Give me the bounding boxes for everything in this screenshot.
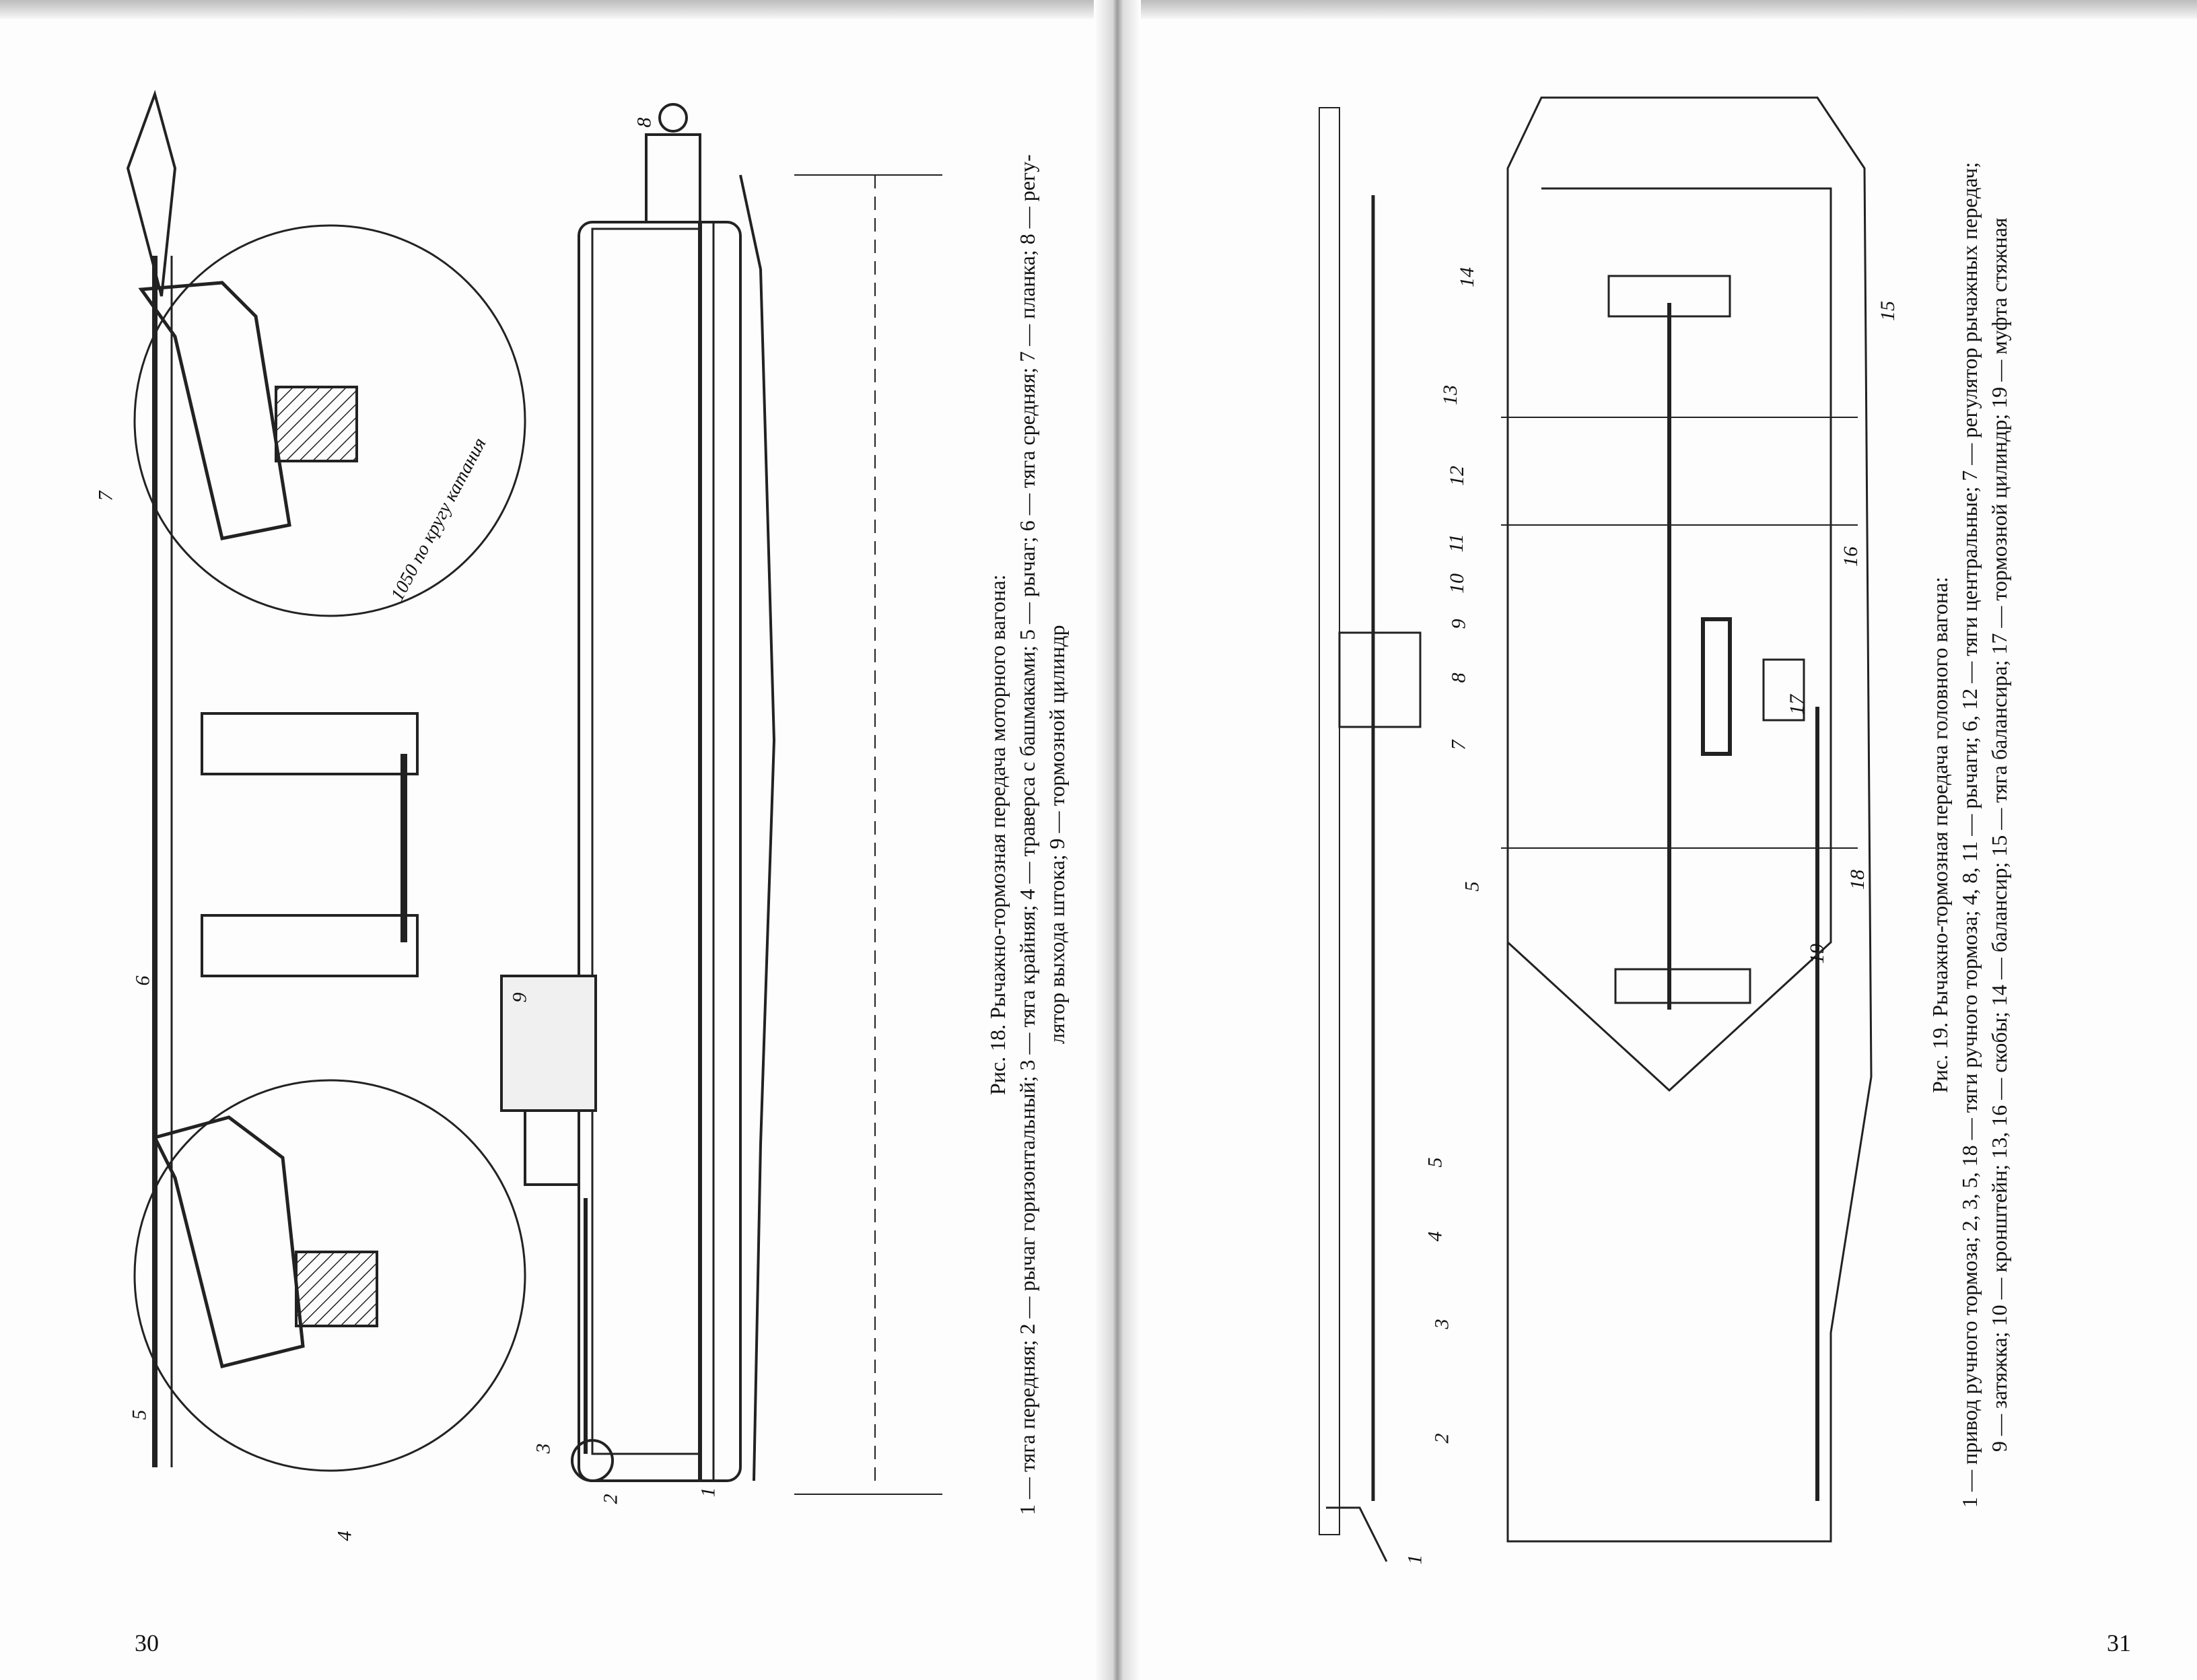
callout-19-16: 16 — [1840, 547, 1862, 567]
axle-upper — [275, 386, 358, 462]
callout-19-5b: 5 — [1461, 881, 1484, 892]
figure-18-legend-line-1: 1 — тяга передняя; 2 — рычаг горизонталь… — [1015, 154, 1039, 1515]
callout-2: 2 — [599, 1494, 622, 1504]
callout-19-19: 19 — [1806, 944, 1828, 964]
wheel-lower — [133, 1079, 526, 1472]
figure-18-drawing — [126, 90, 942, 1495]
axle-lower — [295, 1251, 378, 1327]
callout-19-1: 1 — [1403, 1554, 1426, 1565]
callout-4: 4 — [333, 1531, 356, 1541]
callout-1: 1 — [697, 1487, 720, 1498]
page-number-left: 30 — [135, 1630, 159, 1656]
left-page — [0, 0, 1111, 1680]
callout-19-5a: 5 — [1424, 1157, 1446, 1168]
callout-19-8: 8 — [1447, 672, 1470, 683]
figure-18-title: Рис. 18. Рычажно-тормозная передача мото… — [985, 574, 1010, 1095]
right-page — [1111, 0, 2197, 1680]
figure-18-caption: Рис. 18. Рычажно-тормозная передача мото… — [983, 74, 1072, 1595]
callout-9: 9 — [508, 992, 531, 1003]
callout-19-17: 17 — [1786, 695, 1808, 715]
callout-7: 7 — [94, 491, 117, 501]
callout-19-11: 11 — [1444, 534, 1467, 553]
callout-19-15: 15 — [1877, 301, 1899, 321]
callout-19-7: 7 — [1447, 740, 1470, 750]
wheel-upper — [133, 224, 526, 617]
callout-8: 8 — [633, 117, 656, 128]
figure-19-legend-line-2: 9 — затяжка; 10 — кронштейн; 13, 16 — ск… — [1987, 217, 2011, 1452]
figure-19-caption: Рис. 19. Рычажно-тормозная передача голо… — [1925, 40, 2014, 1629]
figure-19-title: Рис. 19. Рычажно-тормозная передача голо… — [1928, 576, 1952, 1093]
figure-19-legend-line-1: 1 — привод ручного тормоза; 2, 3, 5, 18 … — [1957, 162, 1982, 1508]
callout-19-18: 18 — [1846, 870, 1869, 890]
callout-3: 3 — [532, 1443, 555, 1454]
callout-19-9: 9 — [1447, 619, 1470, 629]
callout-19-12: 12 — [1446, 466, 1468, 486]
book-gutter — [1094, 0, 1141, 1680]
callout-6: 6 — [131, 975, 154, 986]
callout-19-3: 3 — [1430, 1319, 1453, 1329]
callout-19-4: 4 — [1424, 1231, 1446, 1242]
page-number-right: 31 — [2107, 1630, 2131, 1656]
callout-19-13: 13 — [1439, 385, 1461, 405]
callout-5: 5 — [128, 1409, 151, 1420]
figure-18-legend-line-2: лятор выхода штока; 9 — тормозной цилинд… — [1045, 625, 1069, 1045]
callout-19-2: 2 — [1430, 1433, 1453, 1444]
callout-19-10: 10 — [1446, 573, 1468, 594]
callout-19-14: 14 — [1456, 267, 1478, 287]
